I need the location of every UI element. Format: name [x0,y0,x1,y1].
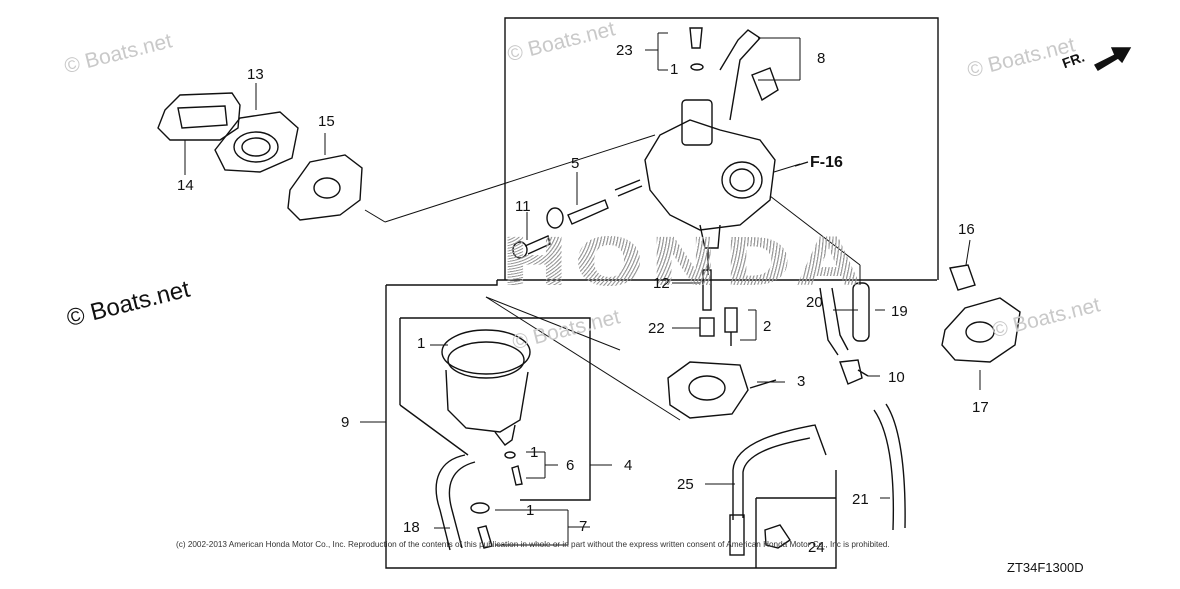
part-number-6[interactable]: 6 [566,457,575,474]
drain-screw-7 [470,502,493,549]
part-number-25[interactable]: 25 [677,476,694,493]
jet-22 [699,317,715,337]
gasket-15 [287,154,363,221]
gasket-14 [157,92,241,141]
clip-24 [764,524,791,549]
part-number-5[interactable]: 5 [571,155,580,172]
part-number-7[interactable]: 7 [579,518,588,535]
gasket-17 [941,297,1021,363]
tube-20 [819,287,849,356]
tube-25 [732,424,827,520]
lower-frame [385,280,837,569]
part-number-4[interactable]: 4 [624,457,633,474]
part-number-14[interactable]: 14 [177,177,194,194]
part-number-9[interactable]: 9 [341,414,350,431]
honda-watermark: HONDA [500,224,866,301]
part-number-16[interactable]: 16 [958,221,975,238]
leader-lines [184,32,981,546]
tube-19 [852,282,870,342]
fr-arrow [1094,47,1132,71]
screw-11 [512,235,551,259]
part-number-15[interactable]: 15 [318,113,335,130]
part-number-24[interactable]: 24 [808,539,825,556]
float-chamber-bracket [400,317,591,501]
part-number-20[interactable]: 20 [806,294,823,311]
part-number-22[interactable]: 22 [648,320,665,337]
carburetor-body [644,29,776,275]
insulator-13 [214,111,299,173]
tube-18 [435,454,476,551]
fuel-cock-10 [839,359,869,385]
part-number-2[interactable]: 2 [763,318,772,335]
copyright-notice: (c) 2002-2013 American Honda Motor Co., … [176,540,890,549]
part-number-13[interactable]: 13 [247,66,264,83]
part-number-18[interactable]: 18 [403,519,420,536]
part-number-19[interactable]: 19 [891,303,908,320]
float-3 [667,361,777,419]
part-number-10[interactable]: 10 [888,369,905,386]
plate-8 [751,67,779,102]
diagram-code: ZT34F1300D [1007,560,1084,575]
part-number-12[interactable]: 12 [653,275,670,292]
screw-5 [546,179,643,229]
part-number-3[interactable]: 3 [797,373,806,390]
upper-frame [497,17,939,281]
float-chamber-1 [441,329,531,446]
tube-25-end [729,514,745,556]
part-number-1c[interactable]: 1 [530,444,539,461]
part-number-8[interactable]: 8 [817,50,826,67]
tube-21 [873,403,906,531]
part-number-21[interactable]: 21 [852,491,869,508]
valve-2 [724,307,738,346]
f16-arrow [794,161,809,167]
clip-16 [949,264,976,291]
screw-23 [689,27,704,71]
part-number-1d[interactable]: 1 [526,502,535,519]
drain-screw-6 [504,451,523,486]
part-number-1b[interactable]: 1 [417,335,426,352]
part-number-17[interactable]: 17 [972,399,989,416]
part-number-11[interactable]: 11 [515,198,531,215]
main-jet-12 [702,269,712,311]
part-number-23[interactable]: 23 [616,42,633,59]
reference-label: F-16 [810,154,843,171]
part-number-1a[interactable]: 1 [670,61,679,78]
